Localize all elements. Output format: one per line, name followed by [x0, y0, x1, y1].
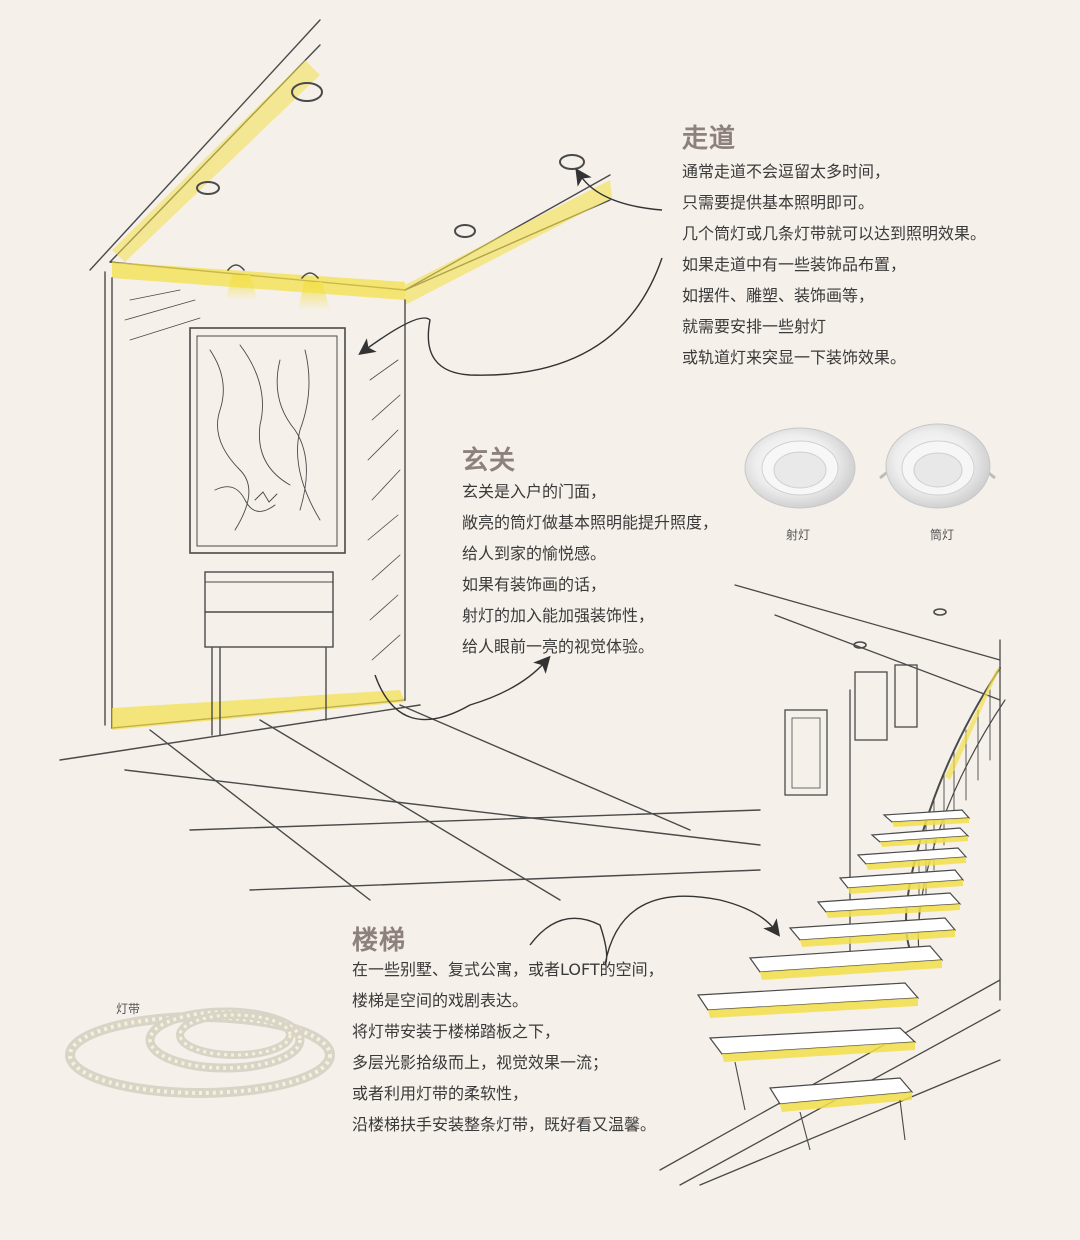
stairs-text-line: 楼梯是空间的戏剧表达。	[352, 991, 529, 1010]
stairs-description: 在一些别墅、复式公寓，或者LOFT的空间， 楼梯是空间的戏剧表达。将灯带安装于楼梯…	[352, 954, 664, 1140]
stairs-text-line: 沿楼梯扶手安装整条灯带，既好看又温馨。	[352, 1115, 657, 1134]
corridor-text-line: 如果走道中有一些装饰品布置，	[682, 255, 907, 274]
entrance-text-line: 给人眼前一亮的视觉体验。	[462, 637, 655, 656]
led-strip-product-image	[65, 1007, 335, 1098]
corridor-title: 走道	[682, 124, 737, 154]
entrance-description: 玄关是入户的门面， 敞亮的筒灯做基本照明能提升照度， 给人到家的愉悦感。如果有装饰画…	[462, 476, 718, 662]
corridor-text-line: 几个筒灯或几条灯带就可以达到照明效果。	[682, 224, 987, 243]
entrance-text-line: 敞亮的筒灯做基本照明能提升照度，	[462, 513, 719, 532]
downlight-caption: 筒灯	[930, 528, 955, 542]
spotlight-product-image	[744, 427, 856, 509]
ledstrip-caption: 灯带	[116, 1002, 141, 1016]
entrance-text-line: 如果有装饰画的话，	[462, 575, 607, 594]
corridor-text-line: 或轨道灯来突显一下装饰效果。	[682, 348, 907, 367]
entrance-text-line: 给人到家的愉悦感。	[462, 544, 607, 563]
stairs-text-line: 多层光影拾级而上，视觉效果一流；	[352, 1053, 609, 1072]
stairs-text-line: 将灯带安装于楼梯踏板之下，	[352, 1022, 561, 1041]
downlight-product-image	[879, 423, 996, 509]
corridor-text-line: 就需要安排一些射灯	[682, 317, 827, 336]
annotation-arrows	[358, 168, 781, 966]
corridor-description: 通常走道不会逗留太多时间， 只需要提供基本照明即可。几个筒灯或几条灯带就可以达到照…	[682, 156, 986, 373]
stairs-text-line: 或者利用灯带的柔软性，	[352, 1084, 529, 1103]
spotlight-caption: 射灯	[786, 528, 811, 542]
entrance-title: 玄关	[462, 446, 517, 476]
entrance-text-line: 玄关是入户的门面，	[462, 482, 607, 501]
entrance-text-line: 射灯的加入能加强装饰性，	[462, 606, 655, 625]
corridor-sketch	[59, 19, 761, 901]
corridor-text-line: 通常走道不会逗留太多时间，	[682, 162, 891, 181]
corridor-text-line: 如摆件、雕塑、装饰画等，	[682, 286, 875, 305]
stair-treads	[696, 668, 1000, 1151]
stairs-text-line: 在一些别墅、复式公寓，或者LOFT的空间，	[352, 960, 664, 979]
stairs-title: 楼梯	[352, 926, 407, 956]
corridor-text-line: 只需要提供基本照明即可。	[682, 193, 875, 212]
